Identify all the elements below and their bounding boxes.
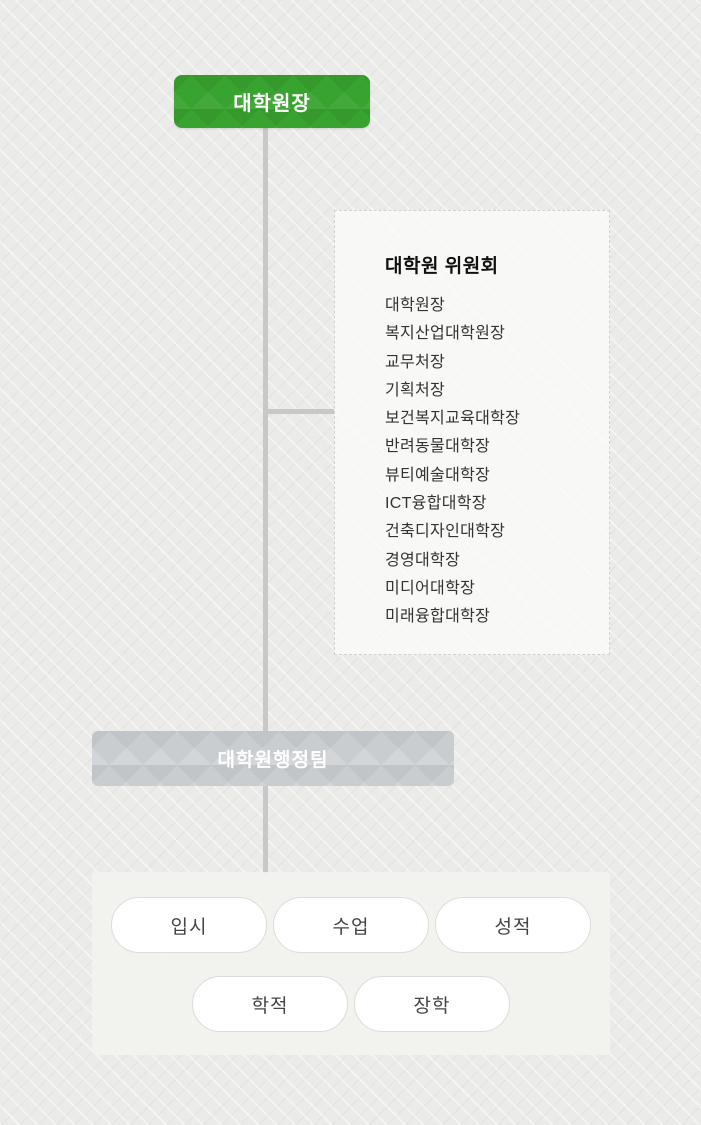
pill-academic-records[interactable]: 학적 (192, 976, 348, 1032)
committee-member: 반려동물대학장 (385, 438, 491, 456)
committee-member: 교무처장 (385, 353, 446, 371)
committee-member: 기획처장 (385, 381, 446, 399)
committee-member: ICT융합대학장 (385, 495, 487, 513)
pill-scholarship[interactable]: 장학 (354, 976, 510, 1032)
pill-classes[interactable]: 수업 (273, 897, 429, 953)
committee-member: 경영대학장 (385, 551, 461, 569)
pill-admissions[interactable]: 입시 (111, 897, 267, 953)
committee-title: 대학원 위원회 (385, 256, 499, 277)
root-node-dean: 대학원장 (174, 75, 370, 128)
pill-grades[interactable]: 성적 (435, 897, 591, 953)
connector-vertical-line (263, 128, 268, 875)
committee-member: 복지산업대학원장 (385, 325, 506, 343)
committee-member: 보건복지교육대학장 (385, 410, 521, 428)
pill-classes-label: 수업 (332, 916, 370, 938)
pill-grades-label: 성적 (494, 916, 532, 938)
committee-member-list: 대학원장 복지산업대학원장 교무처장 기획처장 보건복지교육대학장 반려동물대학… (385, 292, 589, 632)
committee-member: 뷰티예술대학장 (385, 466, 491, 484)
pill-admissions-label: 입시 (170, 916, 208, 938)
committee-member: 건축디자인대학장 (385, 523, 506, 541)
committee-panel: 대학원 위원회 대학원장 복지산업대학원장 교무처장 기획처장 보건복지교육대학… (334, 210, 610, 655)
admin-team-node: 대학원행정팀 (92, 731, 454, 786)
pill-scholarship-label: 장학 (413, 995, 451, 1017)
root-node-label: 대학원장 (233, 93, 311, 115)
committee-member: 미래융합대학장 (385, 608, 491, 626)
committee-member: 미디어대학장 (385, 579, 476, 597)
admin-team-label: 대학원행정팀 (217, 750, 329, 771)
committee-member: 대학원장 (385, 297, 446, 314)
pill-academic-records-label: 학적 (251, 995, 289, 1017)
connector-horizontal-line (268, 409, 334, 414)
